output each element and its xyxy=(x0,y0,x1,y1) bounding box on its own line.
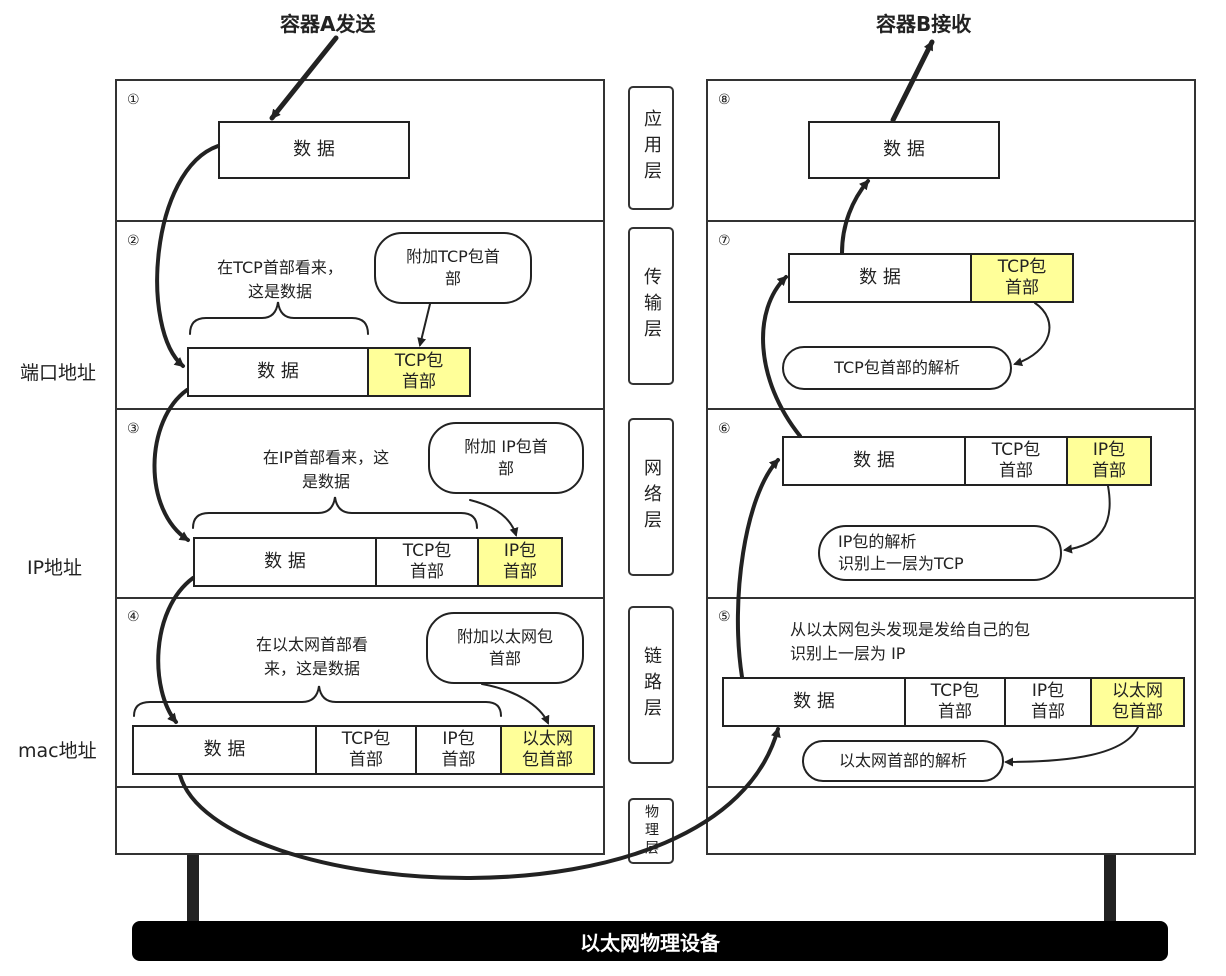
flow-arrow-3-4 xyxy=(156,576,195,724)
add-eth-header-bubble: 附加以太网包 首部 xyxy=(426,612,584,684)
eth-parse-bubble: 以太网首部的解析 xyxy=(802,740,1004,782)
layer-transport-label: 传输层 xyxy=(628,227,674,385)
tcp-bubble-pointer xyxy=(417,303,431,347)
left-support-post xyxy=(187,855,199,923)
sender-title: 容器A发送 xyxy=(280,12,376,36)
step-1-number: ① xyxy=(127,92,140,108)
layer-network-label: 网络层 xyxy=(628,418,674,576)
transport-tcp-header-cell: TCP包 首部 xyxy=(367,347,471,397)
eth-view-note: 在以太网首部看 来，这是数据 xyxy=(255,635,368,678)
eth-parse-pointer xyxy=(1004,726,1139,767)
receive-arrow xyxy=(890,39,935,123)
divider xyxy=(706,597,1196,599)
eth-bubble-pointer xyxy=(481,683,550,725)
tcp-parse-pointer xyxy=(1013,302,1051,367)
layer-link-label: 链路层 xyxy=(628,606,674,764)
recv-link-eth-header-cell: 以太网 包首部 xyxy=(1090,677,1185,727)
divider xyxy=(115,408,605,410)
add-ip-header-bubble: 附加 IP包首 部 xyxy=(428,422,584,494)
recv-transport-data-cell: 数 据 xyxy=(788,253,972,303)
receiver-title: 容器B接收 xyxy=(876,12,972,36)
step-4-number: ④ xyxy=(127,609,140,625)
recv-app-data-box: 数 据 xyxy=(808,121,1000,179)
right-support-post xyxy=(1104,855,1116,923)
ethernet-physical-device-bar: 以太网物理设备 xyxy=(132,921,1168,961)
tcp-view-note: 在TCP首部看来， 这是数据 xyxy=(217,258,343,301)
flow-arrow-2-3 xyxy=(152,388,190,542)
tcp-parse-bubble: TCP包首部的解析 xyxy=(782,346,1012,390)
flow-arrow-1-2 xyxy=(155,144,220,368)
add-tcp-header-bubble: 附加TCP包首 部 xyxy=(374,232,532,304)
recv-link-data-cell: 数 据 xyxy=(722,677,906,727)
divider xyxy=(115,220,605,222)
recv-link-tcp-header-cell: TCP包 首部 xyxy=(904,677,1006,727)
recv-network-ip-header-cell: IP包 首部 xyxy=(1066,436,1152,486)
mac-address-label: mac地址 xyxy=(18,740,97,762)
send-arrow xyxy=(269,35,339,121)
link-eth-header-cell: 以太网 包首部 xyxy=(500,725,595,775)
ip-parse-bubble: IP包的解析 识别上一层为TCP xyxy=(818,525,1062,581)
link-ip-header-cell: IP包 首部 xyxy=(415,725,502,775)
network-data-cell: 数 据 xyxy=(193,537,377,587)
eth-receive-note: 从以太网包头发现是发给自己的包 识别上一层为 IP xyxy=(790,620,1031,663)
physical-transfer-arrow xyxy=(178,727,781,880)
layer-application-label: 应用层 xyxy=(628,86,674,210)
link-tcp-header-cell: TCP包 首部 xyxy=(315,725,417,775)
flow-arrow-5-6 xyxy=(735,458,780,679)
port-address-label: 端口地址 xyxy=(20,362,97,384)
ip-parse-pointer xyxy=(1063,485,1111,554)
divider xyxy=(706,220,1196,222)
divider xyxy=(115,597,605,599)
divider xyxy=(706,786,1196,788)
recv-transport-tcp-header-cell: TCP包 首部 xyxy=(970,253,1074,303)
step-8-number: ⑧ xyxy=(718,92,731,108)
network-ip-header-cell: IP包 首部 xyxy=(477,537,563,587)
step-7-number: ⑦ xyxy=(718,233,731,249)
step-3-number: ③ xyxy=(127,421,140,437)
eth-data-brace xyxy=(133,685,502,717)
step-6-number: ⑥ xyxy=(718,421,731,437)
ip-data-brace xyxy=(192,496,478,529)
divider xyxy=(115,786,605,788)
recv-network-tcp-header-cell: TCP包 首部 xyxy=(964,436,1068,486)
recv-network-data-cell: 数 据 xyxy=(782,436,966,486)
ip-view-note: 在IP首部看来，这 是数据 xyxy=(262,448,390,491)
divider xyxy=(706,408,1196,410)
app-data-box: 数 据 xyxy=(218,121,410,179)
transport-data-cell: 数 据 xyxy=(187,347,369,397)
ip-address-label: IP地址 xyxy=(27,557,83,579)
ip-bubble-pointer xyxy=(469,499,519,537)
step-5-number: ⑤ xyxy=(718,609,731,625)
tcp-data-brace xyxy=(189,301,369,335)
step-2-number: ② xyxy=(127,233,140,249)
link-data-cell: 数 据 xyxy=(132,725,317,775)
flow-arrow-6-7 xyxy=(761,275,802,438)
flow-arrow-7-8 xyxy=(840,179,870,255)
